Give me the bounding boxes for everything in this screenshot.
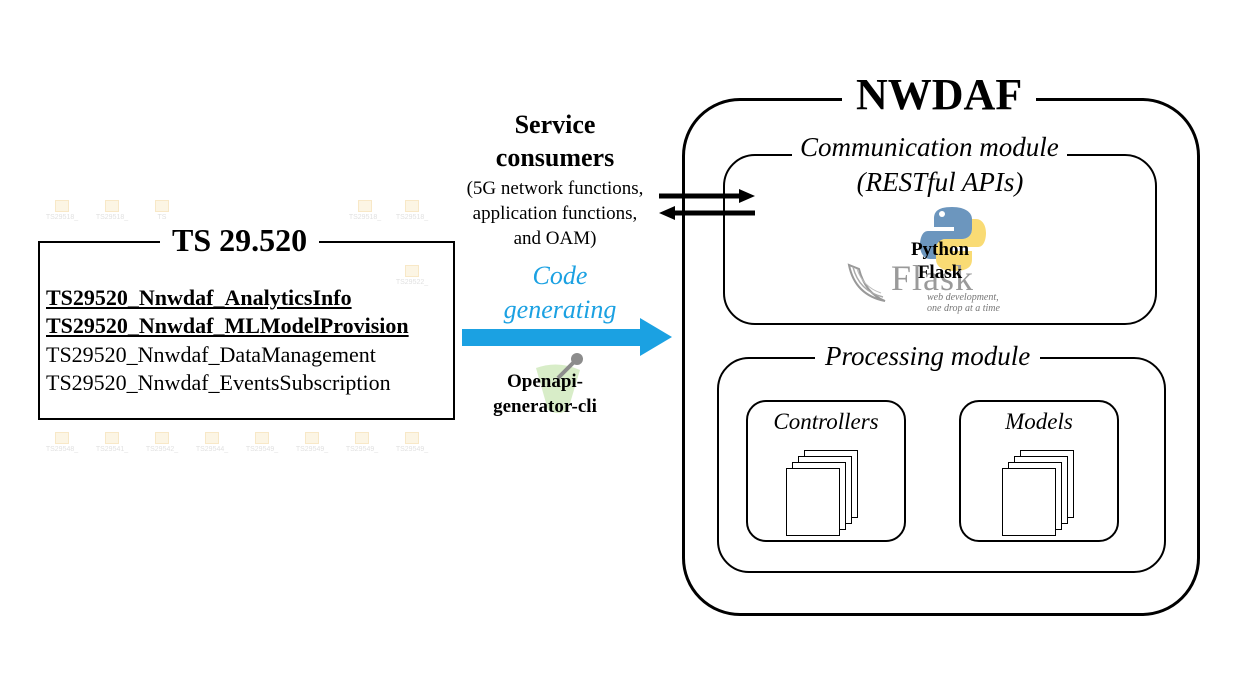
file-icon: TS29522_ <box>392 265 432 287</box>
openapi-generator-line2: generator-cli <box>493 396 597 417</box>
file-icon: TS29549_ <box>292 432 332 454</box>
spec-item-datamanagement: TS29520_Nnwdaf_DataManagement <box>46 342 376 367</box>
spec-item-mlmodelprovision: TS29520_Nnwdaf_MLModelProvision <box>46 313 409 338</box>
file-icon: TS29549_ <box>392 432 432 454</box>
ts-spec-title: TS 29.520 <box>160 222 320 258</box>
file-icon: TS <box>142 200 182 222</box>
file-icon: TS29518_ <box>345 200 385 222</box>
flask-tagline-line1: web development, <box>927 292 999 303</box>
background-file-grid: TS29518_ TS29518_ TS TS29518_ TS29518_ T… <box>40 200 460 470</box>
processing-module-title: Processing module <box>815 340 1041 372</box>
file-icon: TS29518_ <box>42 200 82 222</box>
python-label: Python <box>910 239 970 260</box>
openapi-generator-line1: Openapi- <box>506 371 584 392</box>
flask-horn-icon <box>847 263 886 302</box>
arrow-to-consumers-head <box>659 206 675 220</box>
file-icon: TS29549_ <box>242 432 282 454</box>
communication-module-title: Communication module <box>792 131 1067 163</box>
file-icon: TS29518_ <box>392 200 432 222</box>
arrow-to-nwdaf-head <box>739 189 755 203</box>
flask-tagline: web development, one drop at a time <box>927 292 1000 314</box>
flask-label: Flask <box>917 262 963 283</box>
controllers-label: Controllers <box>773 409 879 434</box>
file-icon: TS29542_ <box>142 432 182 454</box>
code-generating-label: Code generating <box>470 259 650 327</box>
service-consumers-sub-line3: and OAM) <box>513 228 597 249</box>
service-consumers-title-line1: Service <box>514 110 596 139</box>
code-generation-arrow-head <box>640 318 672 356</box>
service-consumers-subtitle: (5G network functions, application funct… <box>440 176 670 251</box>
communication-module-subtitle: (RESTful APIs) <box>856 167 1024 197</box>
code-generation-arrow <box>462 318 672 356</box>
python-flask-label: Python Flask <box>890 238 990 284</box>
file-icon: TS29541_ <box>92 432 132 454</box>
code-generating-line2: generating <box>503 295 617 324</box>
nwdaf-title: NWDAF <box>842 70 1037 120</box>
file-icon: TS29549_ <box>342 432 382 454</box>
controllers-box <box>746 400 906 542</box>
openapi-generator-label: Openapi- generator-cli <box>475 369 615 419</box>
flask-logo-text: Flask <box>891 258 975 298</box>
file-icon: TS29544_ <box>192 432 232 454</box>
openapi-generator-logo-icon <box>536 353 583 413</box>
python-logo-icon <box>920 207 986 271</box>
models-label: Models <box>1005 409 1073 434</box>
code-generation-arrow-shaft <box>462 329 642 346</box>
service-consumers-sub-line2: application functions, <box>472 203 638 224</box>
code-generating-line1: Code <box>532 261 588 290</box>
file-icon: TS29518_ <box>92 200 132 222</box>
file-icon: TS29548_ <box>42 432 82 454</box>
models-box <box>959 400 1119 542</box>
spec-item-eventssubscription: TS29520_Nnwdaf_EventsSubscription <box>46 370 391 395</box>
service-consumers-sub-line1: (5G network functions, <box>466 178 644 199</box>
service-consumers-title: Service consumers <box>440 108 670 174</box>
bidirectional-arrows <box>659 189 755 220</box>
flask-tagline-line2: one drop at a time <box>927 303 1000 314</box>
service-consumers-title-line2: consumers <box>495 143 615 172</box>
spec-item-analyticsinfo: TS29520_Nnwdaf_AnalyticsInfo <box>46 285 352 310</box>
